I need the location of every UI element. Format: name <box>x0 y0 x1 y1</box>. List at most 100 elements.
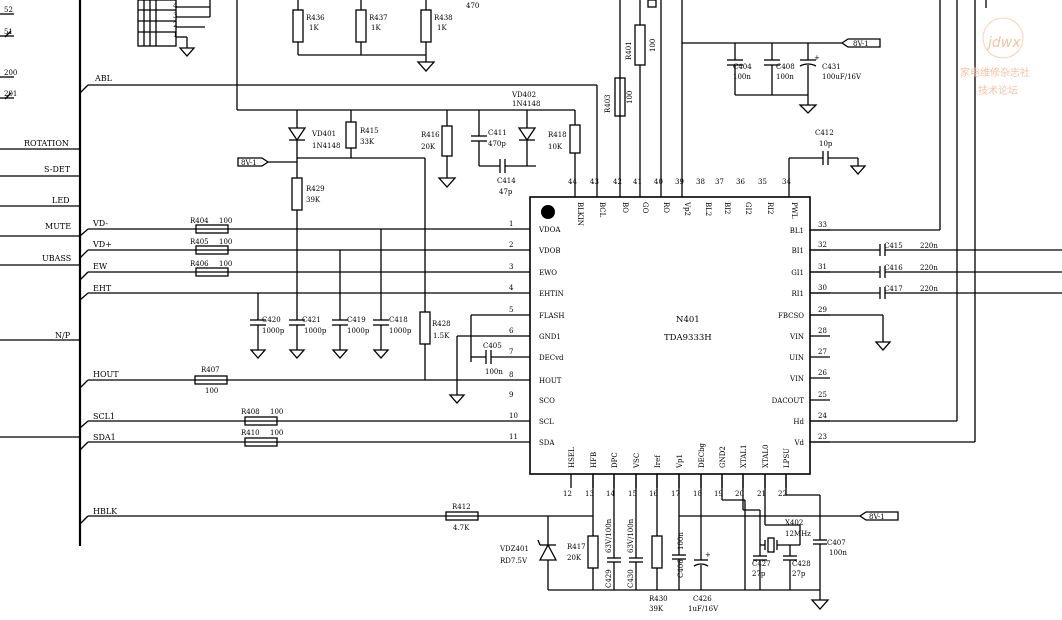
r438-ref: R438 <box>434 14 453 22</box>
connector-pin-3: 3 <box>173 12 177 20</box>
mark-52: 52 <box>4 6 13 14</box>
c405-val: 100n <box>485 368 503 376</box>
pin-num-39: 39 <box>675 178 684 186</box>
net-vd-plus: VD+ <box>92 240 112 249</box>
r408-val: 100 <box>270 408 283 416</box>
pin-num-44: 44 <box>568 178 577 186</box>
r401-ref: R401 <box>625 41 633 60</box>
pin-num-42: 42 <box>613 178 622 186</box>
c408-val: 100n <box>776 73 794 81</box>
pin-num-35: 35 <box>758 178 767 186</box>
r412-ref: R412 <box>452 503 471 511</box>
c414-ref: C414 <box>497 177 516 185</box>
pin-name-28: VIN <box>789 333 804 341</box>
r415-ref: R415 <box>360 127 379 135</box>
r407-ref: R407 <box>201 366 220 374</box>
c411-val: 470p <box>488 140 506 148</box>
c428-ref: C428 <box>792 560 811 568</box>
c420-val: 1000p <box>262 327 285 335</box>
c427-val: 27p <box>752 570 766 578</box>
r438-val: 1K <box>437 24 447 32</box>
r429-ref: R429 <box>306 185 325 193</box>
pin-name-39: Vp2 <box>683 201 691 216</box>
c430-ref: C430 <box>627 569 635 588</box>
c407-ref: C407 <box>827 539 846 547</box>
pin-name-11: SDA <box>539 439 555 447</box>
pin-name-37: BI2 <box>723 202 731 214</box>
r404-val: 100 <box>219 217 232 225</box>
pin-num-23: 23 <box>818 433 827 441</box>
x402-ref: X402 <box>785 519 803 527</box>
c408-ref: C408 <box>776 63 795 71</box>
r430-val: 39K <box>649 605 664 613</box>
c407-val: 100n <box>829 549 847 557</box>
mark-51: 51 <box>4 28 13 36</box>
bottom-nets: VDZ401 RD7.5V R417 20K 63V/100n C429 63V… <box>499 474 899 613</box>
c431-ref: C431 <box>822 63 841 71</box>
r410-val: 100 <box>270 429 283 437</box>
pin-name-21: XTAL0 <box>762 445 770 468</box>
connector-pin-2: 2 <box>173 21 177 29</box>
pin-name-23: Vd <box>793 439 804 447</box>
vd402-block: R416 20K C411 470p C414 47p VD402 1N4148… <box>421 91 581 197</box>
vd401-ref: VD401 <box>311 130 336 138</box>
watermark: jdwx 家电维修杂志社 技术论坛 <box>960 17 1030 97</box>
pin-name-7: DECvd <box>539 354 564 362</box>
pin-num-8: 8 <box>509 371 513 379</box>
pin-name-41: GO <box>641 202 649 214</box>
pin-num-32: 32 <box>818 241 827 249</box>
left-bus: 52 51 200 201 <box>0 0 82 546</box>
pin-num-25: 25 <box>818 391 827 399</box>
signal-mute: MUTE <box>45 222 71 231</box>
pin-name-42: BO <box>621 202 629 213</box>
signal-ubass: UBASS <box>42 254 71 263</box>
r404-ref: R404 <box>190 217 209 225</box>
pin-num-6: 6 <box>509 327 514 335</box>
pin-name-25: DACOUT <box>772 397 805 405</box>
pin-name-8: HOUT <box>539 377 562 385</box>
r428-val: 1.5K <box>433 332 450 340</box>
vd402-val: 1N4148 <box>512 100 540 108</box>
pin-num-40: 40 <box>654 178 663 186</box>
pin-name-10: SCL <box>539 418 554 426</box>
vd402-ref: VD402 <box>511 91 536 99</box>
signal-s-det: S-DET <box>44 165 71 174</box>
pin-num-28: 28 <box>818 327 827 335</box>
pin-num-36: 36 <box>736 178 745 186</box>
c404-val: 100n <box>733 73 751 81</box>
watermark-logo: jdwx <box>986 35 1021 51</box>
ic-n401: N401 TDA9333H <box>529 196 811 475</box>
pin-num-30: 30 <box>818 284 827 292</box>
label-abl: ABL <box>94 74 113 83</box>
pin-num-2: 2 <box>509 241 513 249</box>
pin-num-34: 34 <box>782 178 791 186</box>
supply-label-top: 8V-1 <box>853 40 869 48</box>
signal-np: N/P <box>55 331 71 340</box>
pin-name-13: HFB <box>590 452 598 468</box>
r412-val: 4.7K <box>453 524 470 532</box>
c431-plus: + <box>814 54 820 62</box>
mark-200: 200 <box>4 69 17 77</box>
left-signals: ROTATION S-DET LED MUTE UBASS N/P <box>0 139 80 341</box>
r407-val: 100 <box>205 387 218 395</box>
pin-num-1: 1 <box>509 220 513 228</box>
r436-ref: R436 <box>306 14 325 22</box>
net-ew: EW <box>93 262 108 271</box>
pin-name-31: GI1 <box>791 269 804 277</box>
c418-ref: C418 <box>389 316 408 324</box>
c426-ref: C426 <box>693 595 712 603</box>
top-resistors: R436 1K R437 1K R438 1K 470 <box>236 0 575 111</box>
net-vd-minus: VD- <box>92 219 108 228</box>
pin-num-20: 20 <box>735 490 744 498</box>
c421-val: 1000p <box>304 327 327 335</box>
vdz401-val: RD7.5V <box>500 557 528 565</box>
supply-label-bottom: 8V-1 <box>869 513 885 521</box>
pin-name-24: Hd <box>793 418 804 426</box>
c417-val: 220n <box>920 285 938 293</box>
r430-ref: R430 <box>649 595 668 603</box>
pin-name-17: Vp1 <box>676 454 684 469</box>
r406-val: 100 <box>219 260 232 268</box>
r436-val: 1K <box>309 24 319 32</box>
right-nets: C415 220n C416 220n C417 220n <box>810 0 1062 443</box>
net-eht: EHT <box>93 284 112 293</box>
